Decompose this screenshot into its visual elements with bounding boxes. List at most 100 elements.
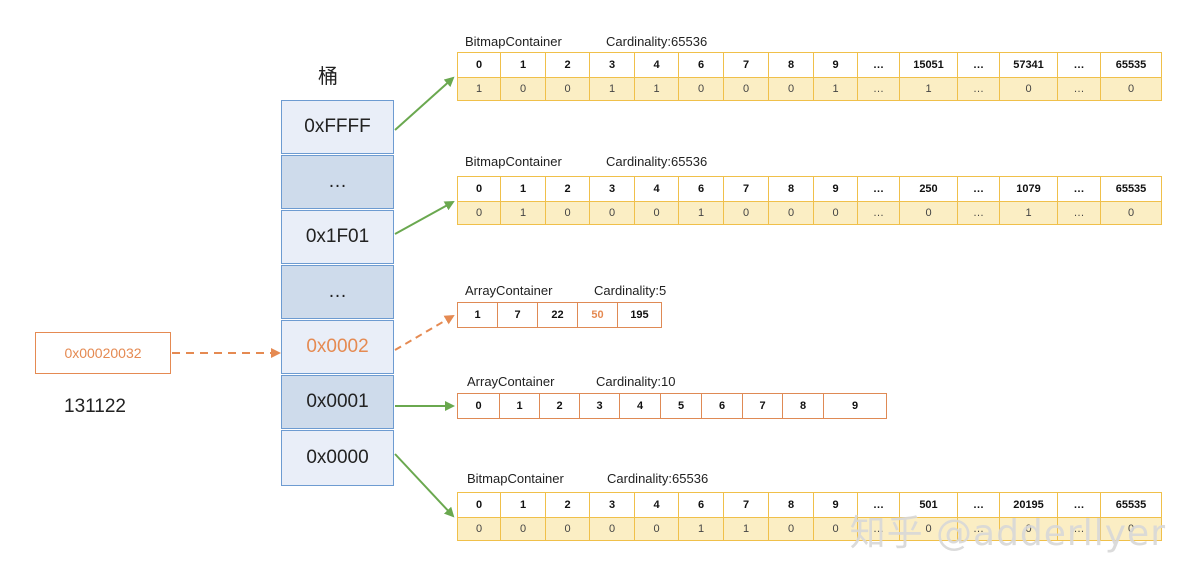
bitmap-key-cell: 65535	[1100, 492, 1162, 518]
bitmap-bit-cell: 0	[1100, 517, 1162, 541]
bitmap-key-cell: 9	[813, 492, 858, 518]
bitmap-bit-cell: 0	[999, 517, 1058, 541]
bitmap-key-cell: 8	[768, 176, 814, 202]
bitmap-key-cell: 7	[723, 52, 769, 78]
bitmap-key-cell: …	[1057, 176, 1101, 202]
bitmap-bit-cell: 0	[1100, 77, 1162, 101]
array-value-cell: 8	[782, 393, 824, 419]
bitmap-bit-cell: 0	[457, 517, 501, 541]
bucket-0x1f01: 0x1F01	[281, 210, 394, 264]
bitmap-key-cell: 1079	[999, 176, 1058, 202]
bitmap-bit-cell: 0	[899, 517, 958, 541]
bitmap-key-cell: 1	[500, 52, 546, 78]
bitmap-bit-cell: 0	[768, 517, 814, 541]
input-decimal: 131122	[64, 396, 126, 417]
bitmap-key-cell: …	[857, 52, 900, 78]
bitmap-bit-cell: 0	[813, 201, 858, 225]
bitmap-key-cell: …	[1057, 492, 1101, 518]
bitmap-key-cell: 3	[589, 52, 635, 78]
bucket-0x0001: 0x0001	[281, 375, 394, 429]
container-1-type: BitmapContainer	[465, 154, 562, 169]
bitmap-bit-cell: …	[857, 201, 900, 225]
bitmap-key-cell: 0	[457, 52, 501, 78]
bucket-title: 桶	[318, 64, 338, 88]
bitmap-bit-cell: …	[957, 77, 1000, 101]
bitmap-bit-cell: 0	[634, 517, 679, 541]
bitmap-key-cell: 4	[634, 176, 679, 202]
bitmap-bit-cell: 0	[500, 77, 546, 101]
bitmap-key-cell: 250	[899, 176, 958, 202]
bitmap-bit-cell: 0	[723, 201, 769, 225]
bitmap-bit-cell: …	[857, 517, 900, 541]
bitmap-key-cell: …	[957, 176, 1000, 202]
bitmap-bit-cell: …	[957, 201, 1000, 225]
bitmap-bit-cell: 1	[589, 77, 635, 101]
bitmap-bit-cell: 0	[1100, 201, 1162, 225]
bitmap-bit-cell: 0	[768, 201, 814, 225]
container-0-type: BitmapContainer	[465, 34, 562, 49]
bitmap-key-cell: 4	[634, 492, 679, 518]
bitmap-key-cell: 7	[723, 492, 769, 518]
bitmap-bit-cell: 0	[768, 77, 814, 101]
bucket-0x0002: 0x0002	[281, 320, 394, 374]
bitmap-bit-cell: 0	[723, 77, 769, 101]
bitmap-bit-cell: 1	[899, 77, 958, 101]
bucket-ellipsis-1: …	[281, 155, 394, 209]
bitmap-key-cell: …	[1057, 52, 1101, 78]
bitmap-bit-cell: 1	[634, 77, 679, 101]
array-value-cell: 6	[701, 393, 743, 419]
array-value-cell: 1	[457, 302, 498, 328]
array-value-cell: 1	[499, 393, 540, 419]
bitmap-key-cell: 501	[899, 492, 958, 518]
bitmap-bit-cell: 1	[457, 77, 501, 101]
bitmap-bit-cell: 0	[899, 201, 958, 225]
bitmap-key-cell: 1	[500, 492, 546, 518]
bucket-ellipsis-2: …	[281, 265, 394, 319]
bitmap-key-cell: 15051	[899, 52, 958, 78]
bitmap-bit-cell: 1	[678, 517, 724, 541]
bitmap-bit-cell: 1	[678, 201, 724, 225]
bitmap-bit-cell: …	[857, 77, 900, 101]
bitmap-bit-cell: …	[1057, 201, 1101, 225]
array-value-cell: 9	[823, 393, 887, 419]
bitmap-key-cell: 9	[813, 176, 858, 202]
bitmap-key-cell: 3	[589, 492, 635, 518]
container-1-cardinality: Cardinality:65536	[606, 154, 708, 169]
container-3-type: ArrayContainer	[467, 374, 555, 389]
array-value-cell: 7	[742, 393, 783, 419]
array-value-cell: 0	[457, 393, 500, 419]
bitmap-key-cell: 4	[634, 52, 679, 78]
bitmap-bit-cell: 0	[589, 517, 635, 541]
bitmap-key-cell: 6	[678, 52, 724, 78]
bitmap-key-cell: 8	[768, 52, 814, 78]
bitmap-key-cell: 65535	[1100, 52, 1162, 78]
array-value-cell: 2	[539, 393, 580, 419]
bitmap-bit-cell: 0	[500, 517, 546, 541]
arrow-0x0000	[394, 453, 455, 518]
array-value-cell: 4	[619, 393, 661, 419]
arrow-0x1f01	[394, 201, 455, 235]
input-hex-box: 0x00020032	[35, 332, 171, 374]
bitmap-key-cell: 8	[768, 492, 814, 518]
bitmap-key-cell: 2	[545, 492, 590, 518]
bitmap-bit-cell: …	[1057, 77, 1101, 101]
bitmap-bit-cell: 0	[589, 201, 635, 225]
array-value-cell: 5	[660, 393, 702, 419]
array-value-cell: 7	[497, 302, 538, 328]
array-value-cell: 50	[577, 302, 618, 328]
bitmap-bit-cell: 0	[678, 77, 724, 101]
bitmap-bit-cell: 0	[545, 517, 590, 541]
